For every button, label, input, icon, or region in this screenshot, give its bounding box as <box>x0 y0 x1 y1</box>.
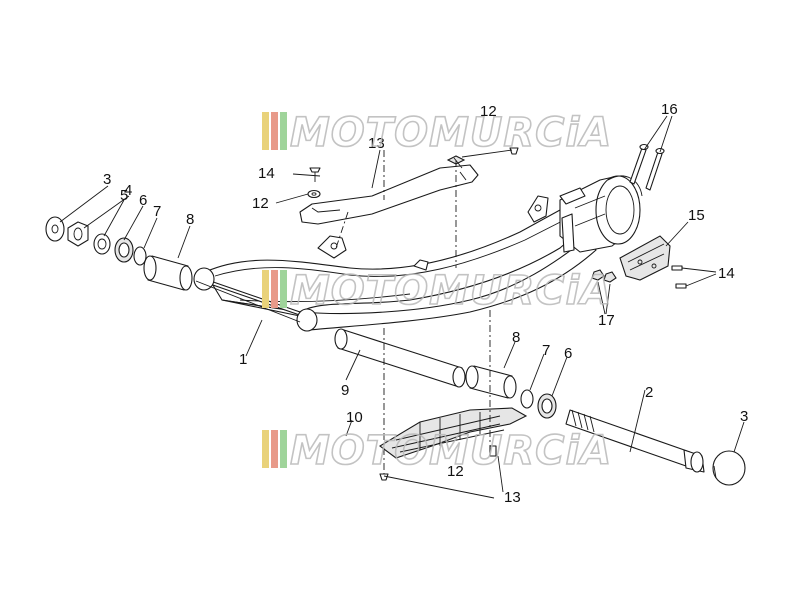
lower-guard <box>379 407 528 459</box>
callout-7-right: 7 <box>542 342 550 359</box>
callout-3-left: 3 <box>103 171 111 188</box>
callout-15: 15 <box>688 207 705 224</box>
leader-lines <box>59 115 745 499</box>
watermark-stripe-green <box>280 112 287 150</box>
watermark-stripe-green <box>280 270 287 308</box>
watermark-top: MOTOMURCiA <box>262 109 612 157</box>
screws-14-right <box>671 265 687 289</box>
watermark-stripe-green <box>280 430 287 468</box>
callout-12-bottom: 12 <box>447 463 464 480</box>
callout-7-left: 7 <box>153 203 161 220</box>
bolts-16 <box>629 143 665 191</box>
watermark-stripe-red <box>271 112 278 150</box>
right-pivot-hardware <box>520 389 557 419</box>
watermark-stripe-red <box>271 430 278 468</box>
pivot-bolt <box>565 409 705 473</box>
callout-12-top-left: 12 <box>252 195 269 212</box>
callout-13-top: 13 <box>368 135 385 152</box>
pivot-cap-right <box>712 450 746 486</box>
callout-13-bottom: 13 <box>504 489 521 506</box>
callout-12-top: 12 <box>480 103 497 120</box>
spacer-tube-left <box>143 255 193 291</box>
callout-6-left: 6 <box>139 192 147 209</box>
callout-2: 2 <box>645 384 653 401</box>
callout-4: 4 <box>124 182 132 199</box>
callout-3-right: 3 <box>740 408 748 425</box>
callout-9: 9 <box>341 382 349 399</box>
swingarm <box>193 175 643 332</box>
nuts-17 <box>591 269 617 283</box>
callout-6-right: 6 <box>564 345 572 362</box>
left-pivot-hardware <box>45 216 147 266</box>
assembly-centerlines <box>335 150 491 474</box>
watermark-stripe-yellow <box>262 270 269 308</box>
drive-cover <box>619 235 671 281</box>
pivot-bushing-long <box>334 328 466 388</box>
callout-labels: 1 2 3 3 4 5 6 6 7 7 8 8 9 10 12 12 12 13… <box>103 101 748 506</box>
callout-14-right: 14 <box>718 265 735 282</box>
callout-5: 5 <box>120 187 128 204</box>
callout-8-right: 8 <box>512 329 520 346</box>
watermark-text: MOTOMURCiA <box>290 428 612 474</box>
washer-12-top <box>307 189 321 199</box>
callout-10: 10 <box>346 409 363 426</box>
watermark-middle: MOTOMURCiA <box>262 267 612 315</box>
callout-1: 1 <box>239 351 247 368</box>
callout-17: 17 <box>598 312 615 329</box>
watermark-stripe-yellow <box>262 112 269 150</box>
watermark-stripe-yellow <box>262 430 269 468</box>
fasteners-13 <box>379 147 519 481</box>
callout-16: 16 <box>661 101 678 118</box>
watermark-bottom: MOTOMURCiA <box>262 427 612 475</box>
upper-guard-plate <box>299 155 479 225</box>
watermark-stripe-red <box>271 270 278 308</box>
callout-14-left: 14 <box>258 165 275 182</box>
watermark-text: MOTOMURCiA <box>290 268 612 314</box>
spacer-tube-right <box>465 365 517 399</box>
callout-8-left: 8 <box>186 211 194 228</box>
screw-14-top <box>309 167 321 182</box>
watermark-text: MOTOMURCiA <box>290 110 612 156</box>
